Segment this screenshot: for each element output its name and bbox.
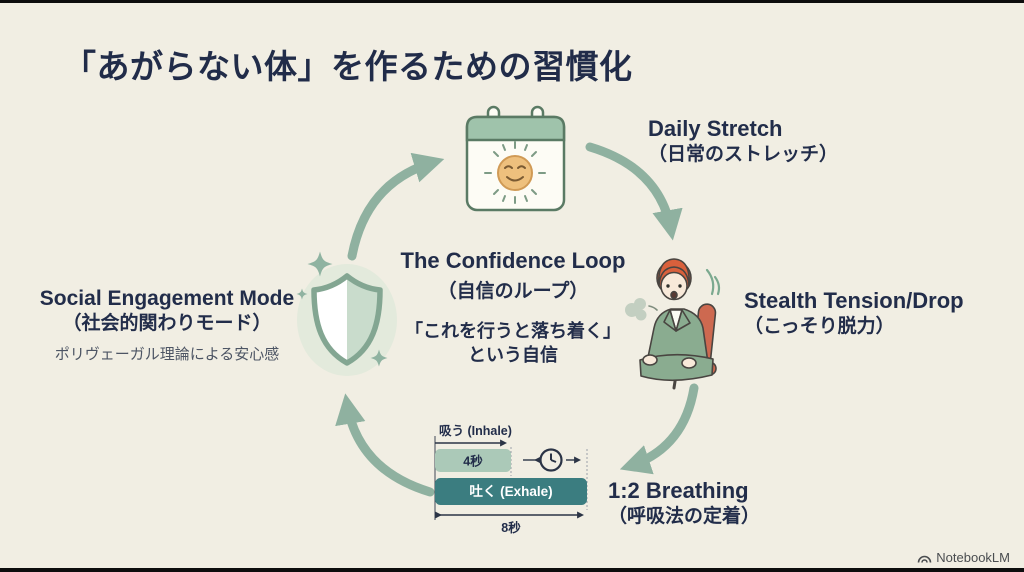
total-duration: 8秒: [501, 520, 521, 535]
social-engagement-label: Social Engagement Mode （社会的関わりモード） ポリヴェー…: [33, 286, 301, 364]
daily-stretch-en: Daily Stretch: [648, 116, 783, 141]
breathing-ja: （呼吸法の定着）: [608, 505, 761, 527]
social-engagement-ja: （社会的関わりモード）: [62, 312, 272, 334]
clock-icon: [523, 448, 582, 472]
breathing-diagram: 吸う (Inhale) 4秒 吐く (Exhale) 8秒: [434, 424, 588, 535]
inhale-duration: 4秒: [463, 454, 483, 469]
breathing-en: 1:2 Breathing: [608, 478, 749, 503]
breathing-label: 1:2 Breathing （呼吸法の定着）: [608, 478, 760, 530]
arrow-calendar-to-person: [585, 142, 683, 241]
arrow-person-to-breathing: [619, 383, 699, 475]
motion-lines: [705, 268, 721, 296]
notebooklm-logo-icon: [917, 555, 932, 563]
daily-stretch-ja: （日常のストレッチ）: [648, 143, 839, 165]
sun-icon: [484, 141, 546, 204]
page-title: 「あがらない体」を作るための習慣化: [63, 48, 633, 85]
bottom-letterbox-bar: [0, 568, 1024, 572]
shield-icon: [296, 251, 397, 376]
center-text: The Confidence Loop （自信のループ） 「これを行うと落ち着く…: [377, 248, 649, 368]
watermark-text: NotebookLM: [936, 550, 1010, 565]
stealth-drop-ja: （こっそり脱力）: [744, 315, 895, 337]
exhale-label: 吐く (Exhale): [469, 484, 552, 499]
loop-title-ja: （自信のループ）: [437, 281, 589, 302]
arrow-shield-to-calendar: [347, 152, 445, 261]
top-letterbox-bar: [0, 0, 1024, 3]
seated-person-icon: [625, 258, 721, 390]
social-engagement-en: Social Engagement Mode: [39, 287, 295, 310]
stealth-drop-en: Stealth Tension/Drop: [744, 288, 964, 313]
inhale-label: 吸う (Inhale): [439, 424, 512, 438]
belief-line2: という自信: [468, 345, 558, 366]
stealth-drop-label: Stealth Tension/Drop （こっそり脱力）: [744, 288, 964, 340]
watermark: NotebookLM: [917, 550, 1010, 565]
belief-line1: 「これを行うと落ち着く」: [405, 321, 621, 341]
sparkle-icons: [296, 251, 388, 367]
daily-stretch-label: Daily Stretch （日常のストレッチ）: [648, 116, 838, 168]
social-engagement-note: ポリヴェーガル理論による安心感: [54, 346, 280, 364]
breath-puff-icon: [625, 298, 647, 321]
loop-title-en: The Confidence Loop: [400, 248, 626, 273]
calendar-icon: [465, 105, 566, 212]
arrow-breathing-to-shield: [335, 393, 435, 497]
